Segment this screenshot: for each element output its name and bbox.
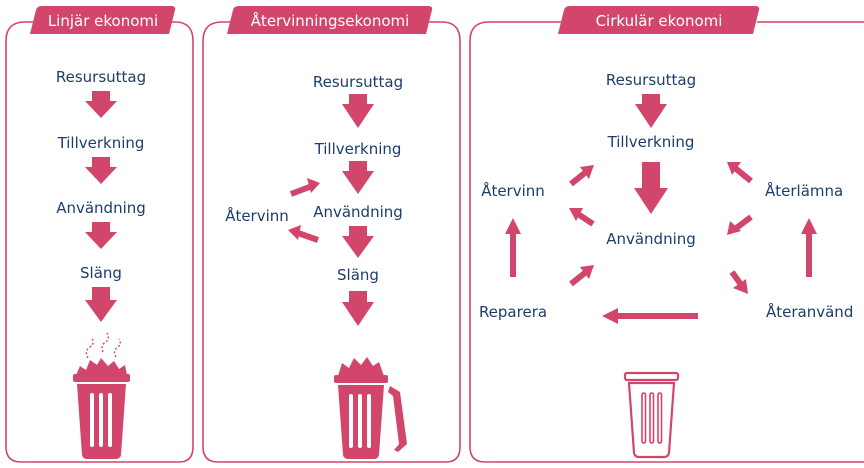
arrowhead: [288, 225, 301, 240]
down-arrow-icon: [342, 94, 374, 128]
panel-title-circular: Cirkulär ekonomi: [595, 12, 723, 30]
arrow-to-atervinn: [297, 230, 319, 243]
down-arrow-icon: [635, 94, 667, 128]
arrowhead: [505, 218, 521, 234]
step-tillverkning: Tillverkning: [314, 140, 402, 158]
step-slang: Släng: [337, 266, 379, 284]
node-aterlamna: Återlämna: [765, 182, 844, 200]
step-tillverkning: Tillverkning: [57, 134, 145, 152]
title-tab-circular: [558, 6, 760, 34]
title-tab-linear: [30, 6, 176, 34]
down-arrow-icon: [342, 226, 374, 258]
down-arrow-icon: [85, 222, 117, 249]
node-reparera: Reparera: [478, 303, 548, 321]
step-resursuttag: Resursuttag: [55, 68, 147, 86]
arrowhead: [733, 279, 748, 294]
down-arrow-icon: [634, 162, 668, 214]
step-atervinn: Återvinn: [225, 207, 289, 225]
panel-title-recycling: Återvinningsekonomi: [250, 12, 410, 30]
node-ateranvand: Återanvänd: [766, 303, 854, 321]
arrow-atervinn-to-tillverkning: [569, 169, 588, 187]
arrowhead: [580, 265, 594, 279]
arrowhead: [602, 308, 618, 324]
panel-frame-linear: [5, 21, 194, 463]
title-tab-recycling: [227, 6, 433, 34]
step-slang: Släng: [80, 264, 122, 282]
down-arrow-icon: [342, 161, 374, 194]
down-arrow-icon: [85, 287, 117, 322]
arrowhead: [727, 162, 741, 175]
step-anvandning: Användning: [313, 203, 403, 221]
step-anvandning: Användning: [56, 199, 146, 217]
arrow-reparera-to-anvandning: [569, 269, 588, 287]
node-tillverkning: Tillverkning: [607, 133, 695, 151]
empty-trash-bin-icon: [623, 371, 680, 459]
node-anvandning: Användning: [606, 230, 696, 248]
panel-frame-recycling: [202, 21, 461, 463]
node-resursuttag: Resursuttag: [605, 71, 697, 89]
arrow-to-tillverkning: [289, 183, 314, 197]
panel-title-linear: Linjär ekonomi: [47, 12, 159, 30]
arrowhead: [569, 208, 583, 221]
node-atervinn: Återvinn: [481, 182, 545, 200]
trash-bin-open-lid-icon: [334, 357, 407, 459]
step-resursuttag: Resursuttag: [312, 73, 404, 91]
arrow-anvandning-to-aterlamna: [733, 214, 753, 232]
overflowing-trash-bin-icon: [73, 332, 130, 459]
arrowhead: [307, 178, 320, 193]
arrow-anvandning-to-atervinn: [576, 211, 595, 227]
down-arrow-icon: [342, 291, 374, 326]
arrowhead: [801, 218, 817, 234]
arrowhead: [580, 165, 594, 179]
down-arrow-icon: [85, 91, 117, 118]
arrow-aterlamna-to-tillverkning: [733, 165, 753, 184]
panel-frame-circular: [469, 21, 864, 463]
arrowhead: [727, 221, 741, 235]
down-arrow-icon: [85, 157, 117, 184]
